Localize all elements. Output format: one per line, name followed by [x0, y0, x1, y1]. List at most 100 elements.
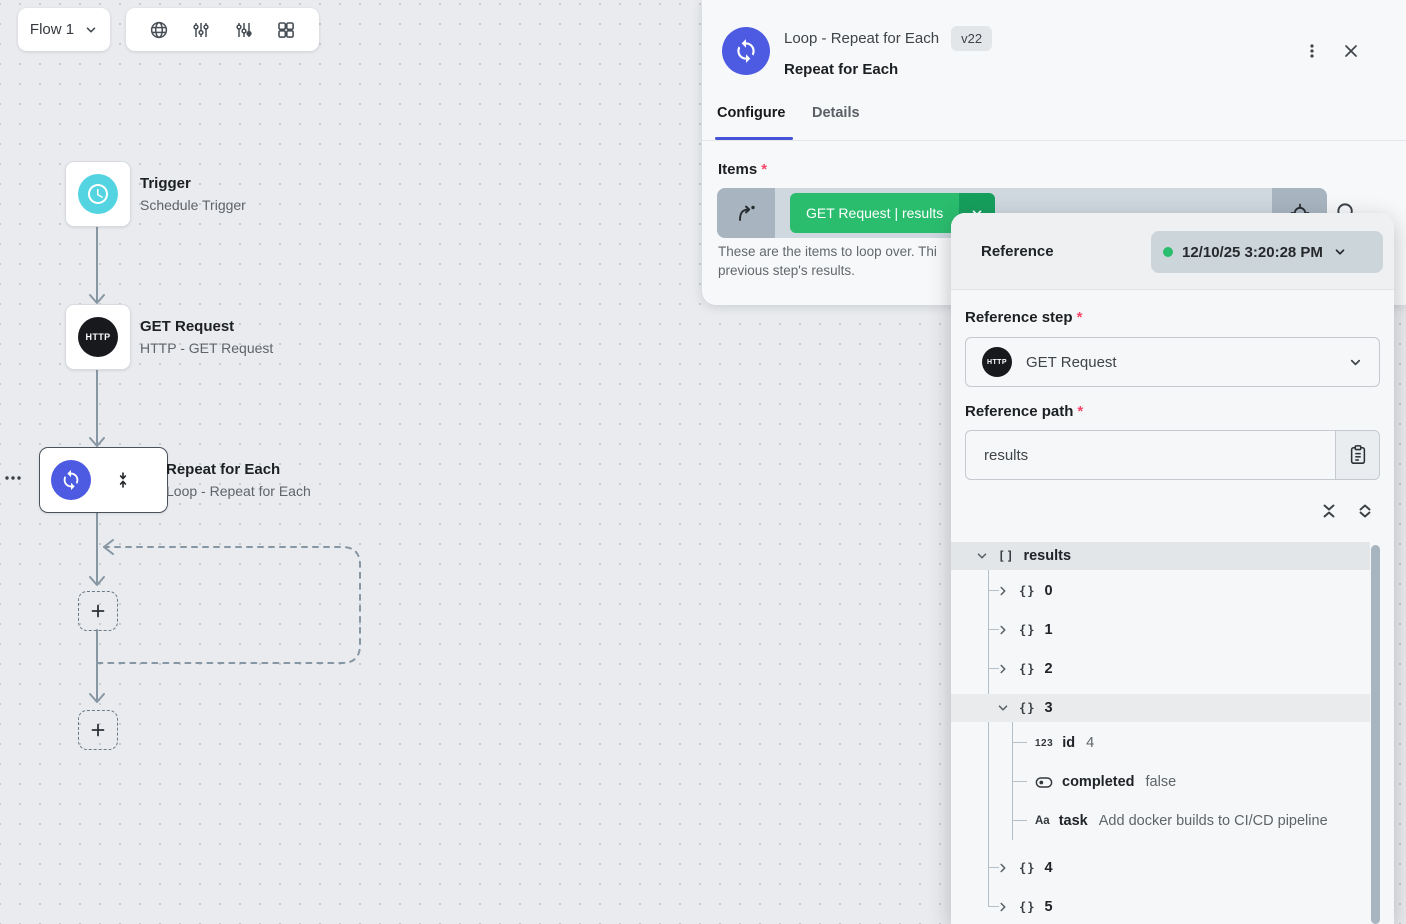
- node-repeat-for-each[interactable]: [39, 447, 168, 513]
- tree-row-field-completed[interactable]: completed false: [951, 768, 1370, 796]
- globe-button[interactable]: [149, 20, 169, 40]
- flow-selector[interactable]: Flow 1: [18, 8, 110, 51]
- expand-all-icon: [1359, 504, 1371, 518]
- expand-all-button[interactable]: [1356, 502, 1374, 520]
- run-selector[interactable]: 12/10/25 3:20:28 PM: [1151, 231, 1383, 273]
- node-subtitle: HTTP - GET Request: [140, 340, 274, 356]
- node-get-request[interactable]: HTTP: [65, 304, 131, 370]
- reference-panel: Reference 12/10/25 3:20:28 PM Reference …: [951, 213, 1394, 924]
- tree-node-label: results: [1023, 548, 1072, 564]
- reference-chip-label[interactable]: GET Request | results: [790, 193, 960, 233]
- clipboard-icon: [1350, 445, 1365, 464]
- tree-guide-tick: [989, 906, 999, 907]
- chevron-down-icon: [1350, 359, 1361, 365]
- tabs-divider: [702, 140, 1406, 141]
- chevron-down-icon[interactable]: [975, 549, 989, 563]
- node-trigger[interactable]: [65, 161, 131, 227]
- http-icon: HTTP: [982, 347, 1012, 377]
- copy-path-button[interactable]: [1335, 431, 1379, 479]
- tree-scrollbar[interactable]: [1371, 545, 1380, 924]
- tab-configure[interactable]: Configure: [717, 105, 786, 121]
- tree-field-value: 4: [1086, 735, 1095, 751]
- tree-row-results[interactable]: [] results: [951, 542, 1370, 570]
- array-type-icon: []: [998, 549, 1015, 563]
- tree-node-label: 3: [1044, 700, 1053, 716]
- version-badge: v22: [951, 26, 993, 51]
- tree-field-value: false: [1145, 774, 1177, 790]
- add-step-placeholder-2[interactable]: [78, 710, 118, 750]
- object-type-icon: {}: [1019, 900, 1036, 914]
- tree-row-item-4[interactable]: {} 4: [951, 854, 1370, 882]
- node-get-request-label: GET Request HTTP - GET Request: [140, 317, 273, 359]
- reference-step-label: Reference step*: [965, 309, 1083, 326]
- reference-chip[interactable]: GET Request | results: [790, 193, 996, 233]
- tree-guide-line: [988, 570, 989, 907]
- reference-path-input[interactable]: results: [965, 430, 1380, 480]
- tree-guide-tick: [1013, 742, 1027, 743]
- plus-icon: [91, 604, 105, 618]
- object-type-icon: {}: [1019, 584, 1036, 598]
- object-type-icon: {}: [1019, 701, 1036, 715]
- collapse-all-button[interactable]: [1320, 502, 1338, 520]
- reference-path-label: Reference path*: [965, 403, 1084, 420]
- ellipsis-icon: [5, 476, 21, 480]
- tree-guide-tick: [989, 590, 999, 591]
- tree-row-item-3[interactable]: {} 3: [951, 694, 1370, 722]
- node-title: Trigger: [140, 175, 191, 192]
- chevron-right-icon[interactable]: [996, 623, 1010, 637]
- required-asterisk: *: [761, 161, 768, 178]
- tree-row-item-2[interactable]: {} 2: [951, 655, 1370, 683]
- tree-guide-tick: [989, 668, 999, 669]
- tree-row-item-5[interactable]: {} 5: [951, 893, 1370, 921]
- globe-icon: [150, 21, 168, 38]
- tree-row-field-task[interactable]: Aa task Add docker builds to CI/CD pipel…: [951, 807, 1370, 835]
- add-step-placeholder-1[interactable]: [78, 591, 118, 631]
- tree-guide-tick: [1013, 781, 1027, 782]
- chevron-right-icon[interactable]: [996, 900, 1010, 914]
- tree-node-label: 5: [1044, 899, 1053, 915]
- string-type-icon: Aa: [1035, 815, 1050, 827]
- tree-field-key: task: [1058, 813, 1088, 829]
- collapse-all-icon: [1323, 504, 1335, 518]
- boolean-type-icon: [1035, 776, 1053, 789]
- object-type-icon: {}: [1019, 623, 1036, 637]
- reference-step-value: GET Request: [1026, 353, 1117, 371]
- items-field-label: Items*: [718, 161, 768, 178]
- grid-view-button[interactable]: [276, 20, 296, 40]
- more-options-button[interactable]: [1300, 39, 1324, 63]
- tree-node-label: 4: [1044, 860, 1053, 876]
- reference-path-value: results: [984, 446, 1029, 464]
- chevron-down-icon[interactable]: [996, 701, 1010, 715]
- object-type-icon: {}: [1019, 861, 1036, 875]
- reference-panel-header: Reference 12/10/25 3:20:28 PM: [951, 213, 1394, 290]
- reference-step-select[interactable]: HTTP GET Request: [965, 337, 1380, 387]
- tab-details[interactable]: Details: [812, 105, 860, 121]
- tree-row-item-1[interactable]: {} 1: [951, 616, 1370, 644]
- sliders-alt-icon: [235, 22, 252, 37]
- chevron-right-icon[interactable]: [996, 662, 1010, 676]
- http-icon: HTTP: [78, 317, 118, 357]
- reference-picker-button[interactable]: [717, 188, 775, 238]
- collapse-vertical-icon[interactable]: [115, 471, 131, 489]
- chevron-right-icon[interactable]: [996, 861, 1010, 875]
- sliders-alt-button[interactable]: [234, 20, 254, 40]
- active-tab-underline: [715, 137, 793, 140]
- sliders-icon: [193, 22, 210, 37]
- schedule-trigger-icon: [78, 174, 118, 214]
- tree-node-label: 2: [1044, 661, 1053, 677]
- status-dot: [1163, 247, 1173, 257]
- tree-row-field-id[interactable]: 123 id 4: [951, 729, 1370, 757]
- tree-guide-tick: [989, 867, 999, 868]
- node-context-dots[interactable]: [4, 471, 24, 490]
- chevron-right-icon[interactable]: [996, 584, 1010, 598]
- close-icon: [1345, 45, 1357, 57]
- sliders-button[interactable]: [191, 20, 211, 40]
- node-repeat-label: Repeat for Each Loop - Repeat for Each: [166, 460, 311, 502]
- panel-loop-icon: [722, 27, 770, 75]
- close-panel-button[interactable]: [1338, 38, 1364, 64]
- tree-node-label: 1: [1044, 622, 1053, 638]
- tree-guide-tick: [989, 629, 999, 630]
- tree-row-item-0[interactable]: {} 0: [951, 577, 1370, 605]
- grid-icon: [278, 21, 294, 38]
